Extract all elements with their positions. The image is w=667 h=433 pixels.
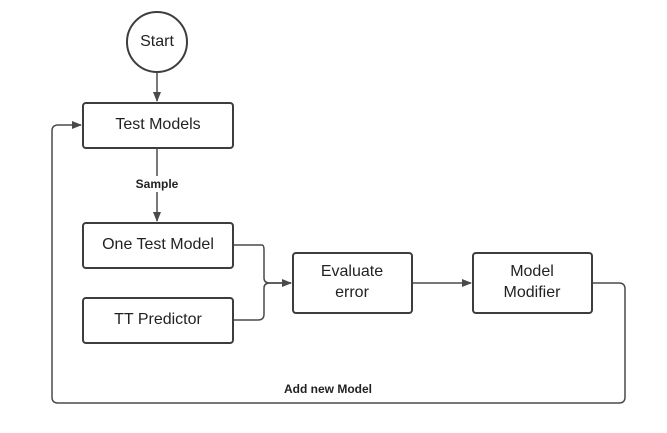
edge-modifier-loop-back: [51, 121, 626, 404]
edge-label-add-new-model: Add new Model: [284, 382, 372, 396]
node-start: Start: [126, 11, 188, 73]
node-one-test-model-label: One Test Model: [102, 236, 214, 253]
node-model-modifier: Model Modifier: [472, 252, 593, 314]
node-start-label: Start: [140, 33, 174, 50]
edge-label-sample: Sample: [136, 177, 179, 191]
node-one-test-model: One Test Model: [82, 222, 234, 269]
edge-tt-predictor-to-evaluate: [233, 282, 291, 321]
node-model-modifier-line-1: Model: [510, 263, 554, 280]
node-evaluate-error-line-2: error: [335, 284, 369, 301]
node-model-modifier-line-2: Modifier: [504, 284, 562, 301]
node-evaluate-error-line-1: Evaluate: [321, 263, 383, 280]
node-tt-predictor-label: TT Predictor: [114, 311, 202, 328]
node-tt-predictor: TT Predictor: [82, 297, 234, 344]
edge-one-test-model-to-evaluate: [233, 244, 292, 287]
node-test-models: Test Models: [82, 102, 234, 149]
node-test-models-label: Test Models: [115, 116, 200, 133]
node-evaluate-error: Evaluate error: [292, 252, 413, 314]
sample-label-bg: [130, 176, 186, 192]
